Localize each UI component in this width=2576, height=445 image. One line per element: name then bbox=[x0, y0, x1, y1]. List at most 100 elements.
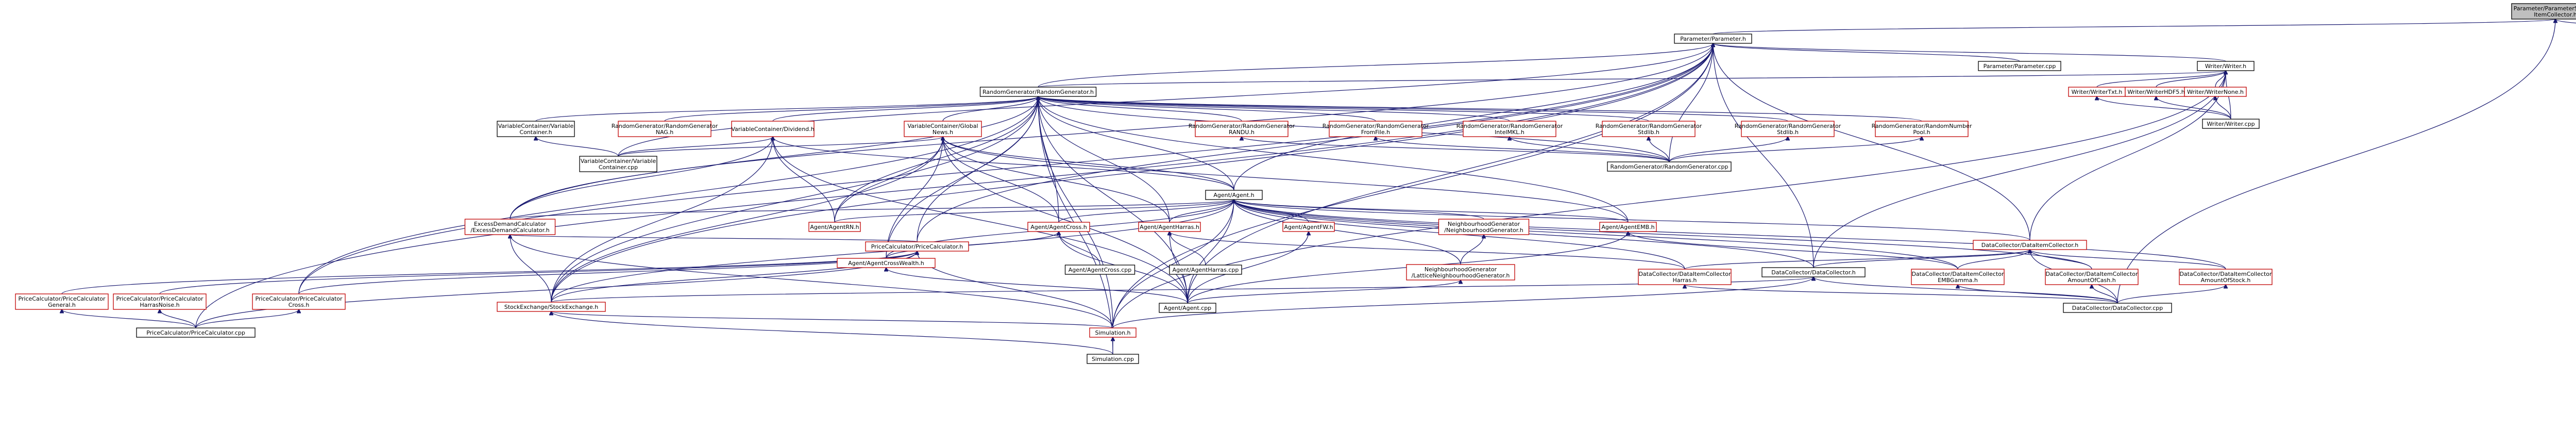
node-box[interactable] bbox=[2045, 269, 2139, 285]
node-box[interactable] bbox=[1911, 269, 2005, 285]
node-datacollector-dataitemcollector-amountofstock-h[interactable]: DataCollector/DataItemCollectorAmountOfS… bbox=[2179, 269, 2273, 285]
node-box[interactable] bbox=[2511, 3, 2576, 20]
node-box[interactable] bbox=[113, 293, 207, 310]
node-box[interactable] bbox=[2202, 119, 2260, 129]
node-agent-agentharras-cpp[interactable]: Agent/AgentHarras.cpp bbox=[1169, 265, 1242, 275]
node-box[interactable] bbox=[1875, 121, 1969, 137]
node-box[interactable] bbox=[579, 156, 657, 172]
node-box[interactable] bbox=[1438, 219, 1530, 235]
node-box[interactable] bbox=[1064, 265, 1136, 275]
edge-param_h-pc_cross bbox=[298, 43, 1713, 294]
node-box[interactable] bbox=[15, 293, 109, 310]
node-writer-writerhdf5-h[interactable]: Writer/WriterHDF5.h bbox=[2125, 87, 2188, 97]
node-agent-agentcrosswealth-h[interactable]: Agent/AgentCrossWealth.h bbox=[837, 258, 936, 268]
node-excessdemandcalculator-excessdemandcalculator-h[interactable]: ExcessDemandCalculator/ExcessDemandCalcu… bbox=[464, 219, 556, 235]
node-pricecalculator-pricecalculator-cpp[interactable]: PriceCalculator/PriceCalculator.cpp bbox=[136, 327, 256, 338]
node-box[interactable] bbox=[1463, 121, 1556, 137]
node-box[interactable] bbox=[865, 241, 969, 252]
node-box[interactable] bbox=[1607, 161, 1732, 172]
node-box[interactable] bbox=[2179, 269, 2273, 285]
node-box[interactable] bbox=[837, 258, 936, 268]
node-box[interactable] bbox=[1089, 327, 1137, 338]
node-simulation-h[interactable]: Simulation.h bbox=[1089, 327, 1137, 338]
node-parameter-parametersetdata-itemcollector-h[interactable]: Parameter/ParameterSetDataItemCollector.… bbox=[2511, 3, 2576, 20]
node-agent-agentcross-h[interactable]: Agent/AgentCross.h bbox=[1027, 222, 1090, 232]
node-box[interactable] bbox=[252, 293, 346, 310]
node-variablecontainer-variable-container-h[interactable]: VariableContainer/VariableContainer.h bbox=[497, 121, 575, 137]
node-agent-agent-cpp[interactable]: Agent/Agent.cpp bbox=[1159, 303, 1216, 313]
node-box[interactable] bbox=[1638, 269, 1732, 285]
edge-ng_h-ng_lattice bbox=[1460, 235, 1484, 265]
node-stockexchange-stockexchange-h[interactable]: StockExchange/StockExchange.h bbox=[497, 302, 606, 312]
node-box[interactable] bbox=[2184, 87, 2247, 97]
node-pricecalculator-pricecalculator-harrasnoise-h[interactable]: PriceCalculator/PriceCalculatorHarrasNoi… bbox=[113, 293, 207, 310]
node-writer-writertxt-h[interactable]: Writer/WriterTxt.h bbox=[2068, 87, 2126, 97]
node-writer-writer-cpp[interactable]: Writer/Writer.cpp bbox=[2202, 119, 2260, 129]
node-box[interactable] bbox=[1674, 34, 1752, 44]
node-box[interactable] bbox=[1978, 61, 2061, 71]
node-agent-agent-h[interactable]: Agent/Agent.h bbox=[1205, 190, 1263, 200]
node-datacollector-dataitemcollector-h[interactable]: DataCollector/DataItemCollector.h bbox=[1973, 240, 2087, 250]
node-box[interactable] bbox=[1329, 121, 1422, 137]
node-parameter-parameter-cpp[interactable]: Parameter/Parameter.cpp bbox=[1978, 61, 2061, 71]
node-box[interactable] bbox=[497, 302, 606, 312]
node-box[interactable] bbox=[1741, 121, 1835, 137]
node-randomgenerator-randomgenerator-h[interactable]: RandomGenerator/RandomGenerator.h bbox=[979, 87, 1097, 97]
node-box[interactable] bbox=[1599, 222, 1657, 232]
node-box[interactable] bbox=[808, 222, 861, 232]
node-box[interactable] bbox=[731, 121, 815, 137]
node-agent-agentfw-h[interactable]: Agent/AgentFW.h bbox=[1282, 222, 1335, 232]
edge-rg_h-pc_cross bbox=[298, 96, 1038, 294]
node-variablecontainer-variable-container-cpp[interactable]: VariableContainer/VariableContainer.cpp bbox=[579, 156, 657, 172]
node-neighbourhoodgenerator-latticeneighbourhoodgenerator-h[interactable]: NeighbourhoodGenerator/LatticeNeighbourh… bbox=[1406, 264, 1515, 281]
node-box[interactable] bbox=[1087, 354, 1139, 364]
node-box[interactable] bbox=[979, 87, 1097, 97]
node-box[interactable] bbox=[1205, 190, 1263, 200]
node-agent-agentcross-cpp[interactable]: Agent/AgentCross.cpp bbox=[1064, 265, 1136, 275]
node-box[interactable] bbox=[2197, 61, 2255, 71]
node-box[interactable] bbox=[618, 121, 711, 137]
node-datacollector-dataitemcollector-amountofcash-h[interactable]: DataCollector/DataItemCollectorAmountOfC… bbox=[2045, 269, 2139, 285]
node-datacollector-datacollector-cpp[interactable]: DataCollector/DataCollector.cpp bbox=[2063, 303, 2172, 313]
node-neighbourhoodgenerator-neighbourhoodgenerator-h[interactable]: NeighbourhoodGenerator/NeighbourhoodGene… bbox=[1438, 219, 1530, 235]
node-datacollector-datacollector-h[interactable]: DataCollector/DataCollector.h bbox=[1761, 267, 1866, 277]
node-randomgenerator-randomgenerator-intelmkl-h[interactable]: RandomGenerator/RandomGeneratorIntelMKL.… bbox=[1456, 121, 1563, 137]
node-box[interactable] bbox=[1406, 264, 1515, 281]
edge-writer_h-wtxt_h bbox=[2096, 71, 2226, 88]
node-box[interactable] bbox=[904, 121, 982, 137]
node-box[interactable] bbox=[2063, 303, 2172, 313]
node-box[interactable] bbox=[1282, 222, 1335, 232]
node-pricecalculator-pricecalculator-h[interactable]: PriceCalculator/PriceCalculator.h bbox=[865, 241, 969, 252]
node-box[interactable] bbox=[1138, 222, 1201, 232]
node-writer-writer-h[interactable]: Writer/Writer.h bbox=[2197, 61, 2255, 71]
node-agent-agentemb-h[interactable]: Agent/AgentEMB.h bbox=[1599, 222, 1657, 232]
node-agent-agentrn-h[interactable]: Agent/AgentRN.h bbox=[808, 222, 861, 232]
node-box[interactable] bbox=[136, 327, 256, 338]
node-box[interactable] bbox=[1195, 121, 1289, 137]
node-box[interactable] bbox=[1973, 240, 2087, 250]
node-datacollector-dataitemcollector-embgamma-h[interactable]: DataCollector/DataItemCollectorEMBGamma.… bbox=[1911, 269, 2005, 285]
node-box[interactable] bbox=[464, 219, 556, 235]
node-box[interactable] bbox=[497, 121, 575, 137]
node-randomgenerator-randomgenerator-fromfile-h[interactable]: RandomGenerator/RandomGeneratorFromFile.… bbox=[1323, 121, 1429, 137]
node-parameter-parameter-h[interactable]: Parameter/Parameter.h bbox=[1674, 34, 1752, 44]
node-box[interactable] bbox=[1602, 121, 1696, 137]
node-randomgenerator-randomgenerator-cpp[interactable]: RandomGenerator/RandomGenerator.cpp bbox=[1607, 161, 1732, 172]
node-box[interactable] bbox=[1761, 267, 1866, 277]
node-box[interactable] bbox=[1027, 222, 1090, 232]
node-simulation-cpp[interactable]: Simulation.cpp bbox=[1087, 354, 1139, 364]
node-writer-writernone-h[interactable]: Writer/WriterNone.h bbox=[2184, 87, 2247, 97]
node-variablecontainer-dividend-h[interactable]: VariableContainer/Dividend.h bbox=[731, 121, 815, 137]
node-box[interactable] bbox=[1159, 303, 1216, 313]
node-agent-agentharras-h[interactable]: Agent/AgentHarras.h bbox=[1138, 222, 1201, 232]
node-box[interactable] bbox=[1169, 265, 1242, 275]
